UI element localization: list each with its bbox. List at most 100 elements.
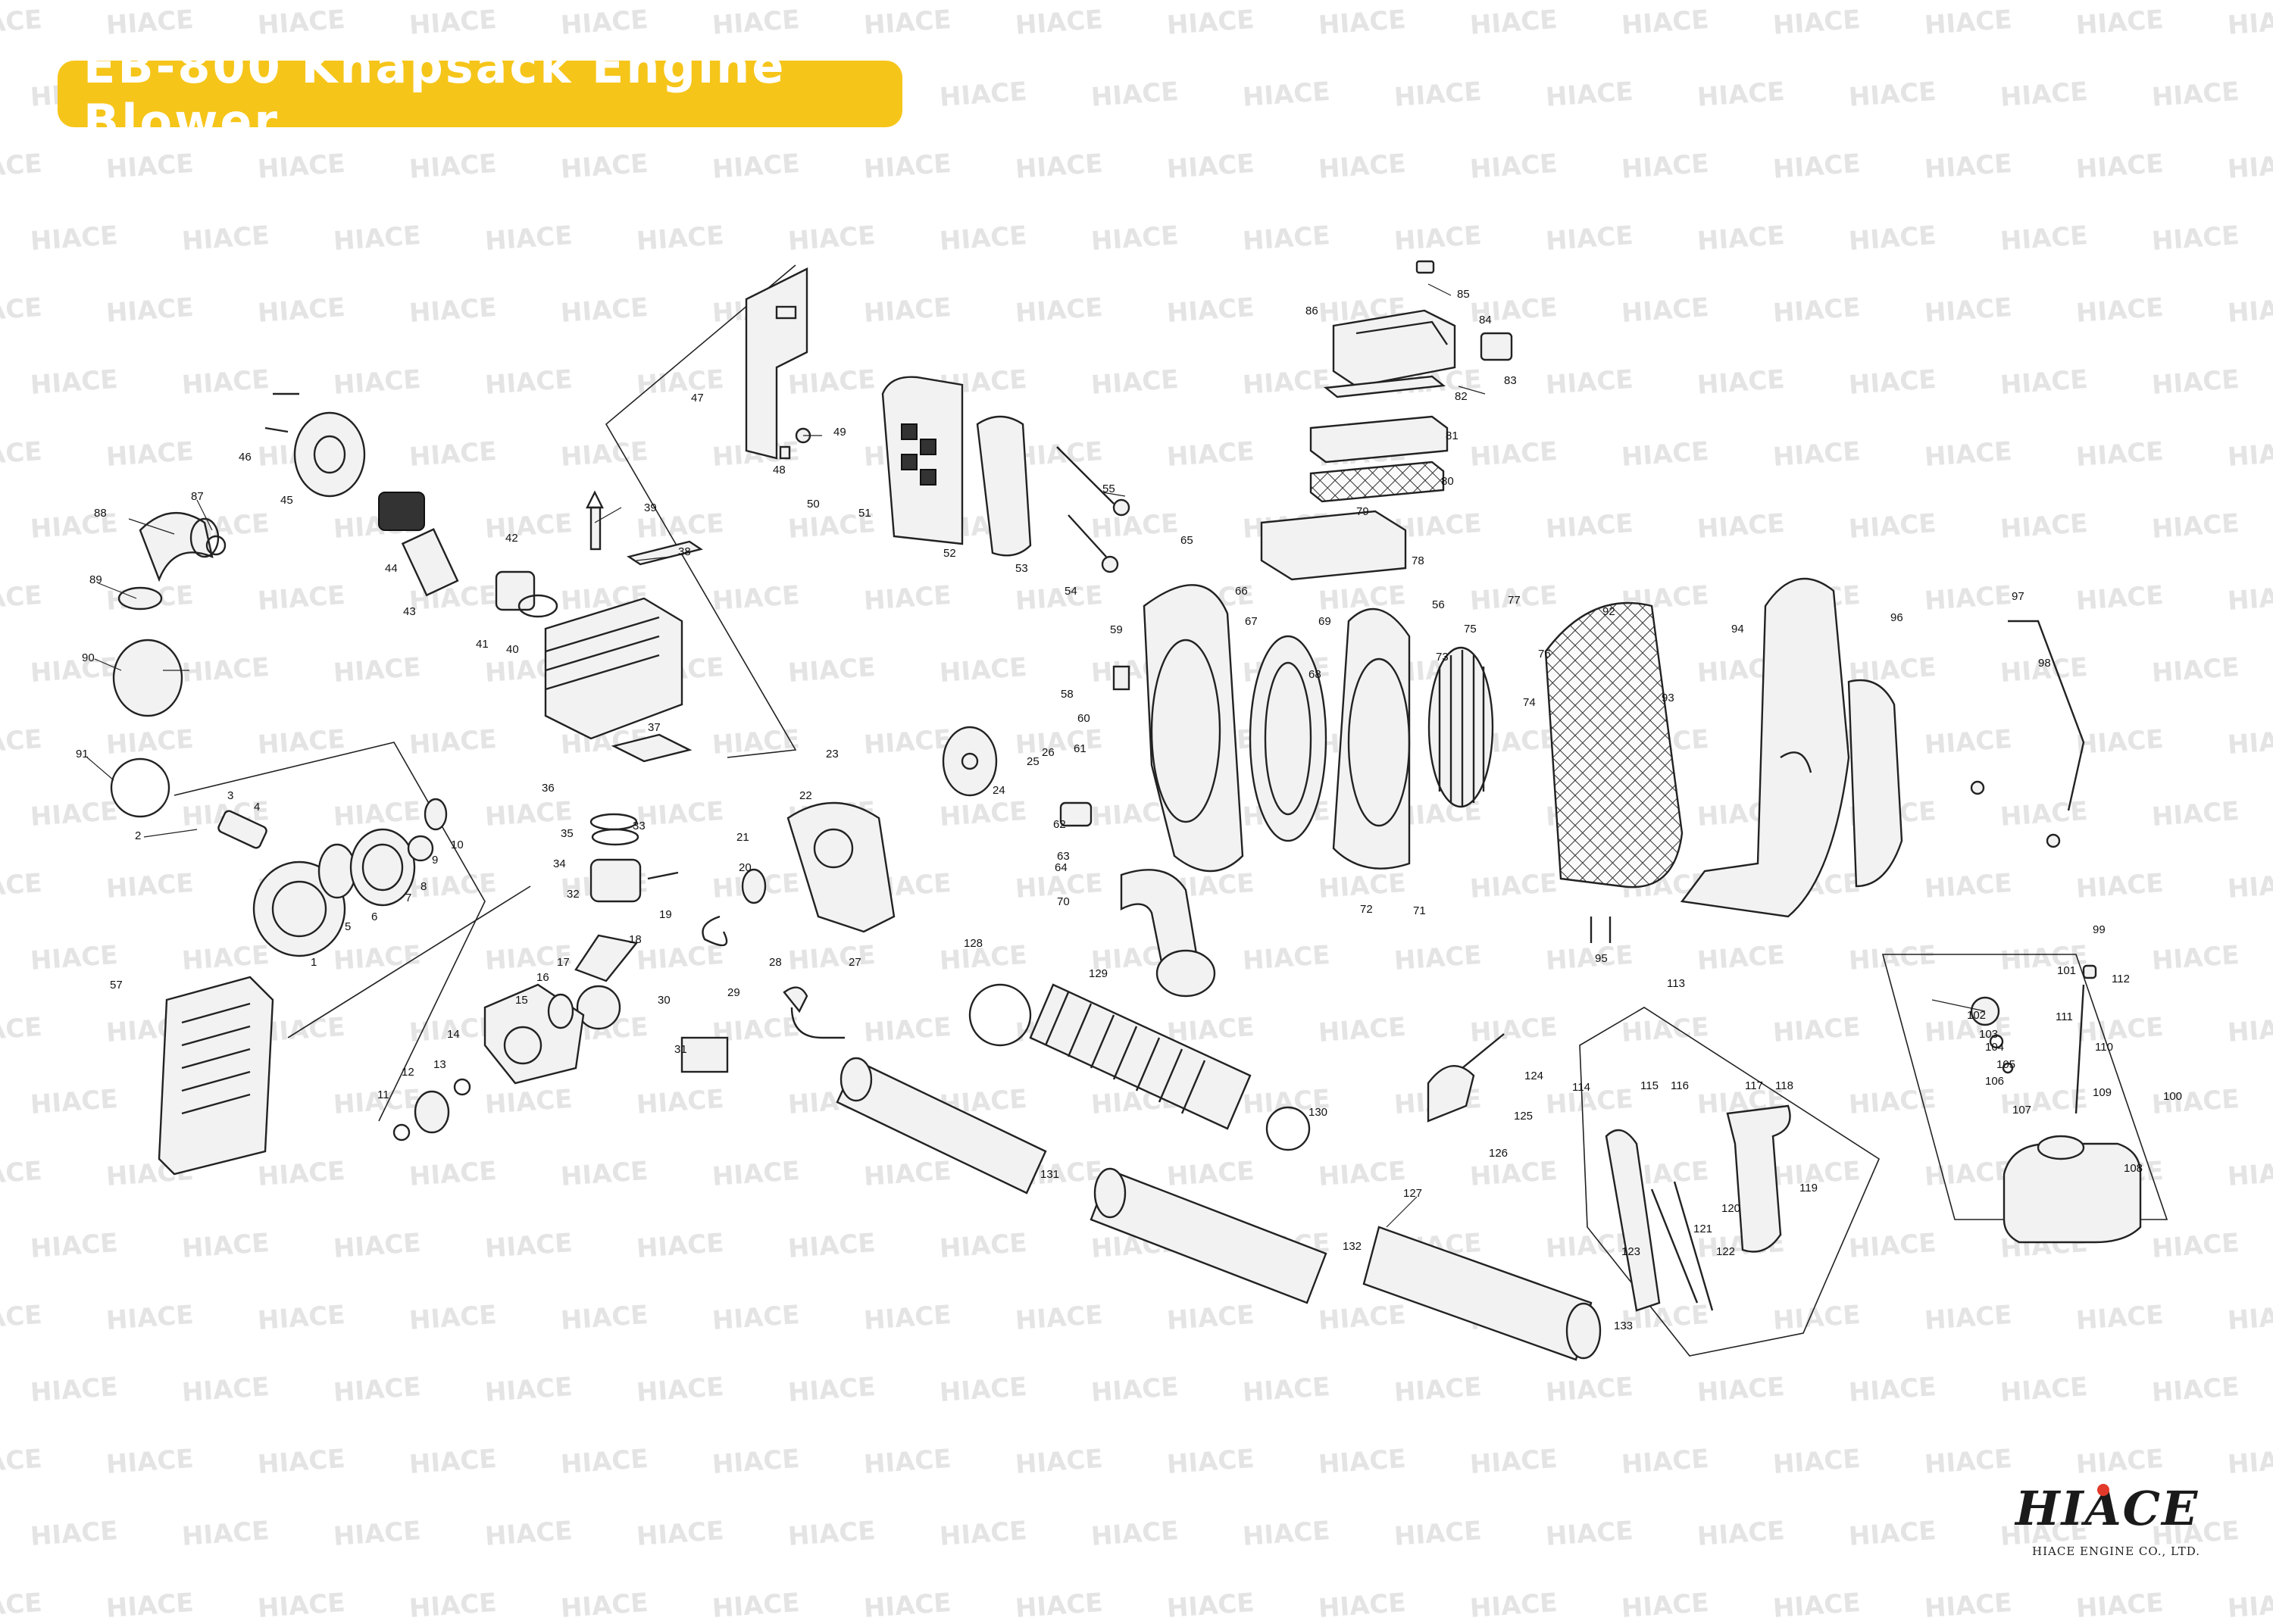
air-filter <box>1260 260 1513 581</box>
back-frame <box>1544 577 2085 943</box>
part-label-96: 96 <box>1890 611 1903 624</box>
part-label-105: 105 <box>1996 1058 2015 1071</box>
part-label-50: 50 <box>807 498 820 511</box>
part-label-131: 131 <box>1040 1168 1059 1181</box>
part-label-42: 42 <box>505 532 518 545</box>
part-label-70: 70 <box>1057 895 1070 908</box>
part-label-64: 64 <box>1055 861 1068 874</box>
part-label-111: 111 <box>2056 1010 2073 1023</box>
part-label-66: 66 <box>1235 585 1248 598</box>
part-label-8: 8 <box>421 880 427 893</box>
part-label-62: 62 <box>1053 818 1066 831</box>
part-label-12: 12 <box>402 1066 414 1079</box>
part-label-82: 82 <box>1455 390 1468 403</box>
part-label-33: 33 <box>633 820 646 832</box>
logo-dot-icon <box>2097 1484 2109 1496</box>
part-label-26: 26 <box>1042 746 1055 759</box>
part-label-4: 4 <box>254 801 260 814</box>
piston-crank <box>392 733 693 1141</box>
part-label-114: 114 <box>1572 1081 1590 1094</box>
part-label-91: 91 <box>76 748 89 760</box>
part-label-61: 61 <box>1074 742 1086 755</box>
part-label-11: 11 <box>377 1088 389 1101</box>
part-label-9: 9 <box>432 854 438 867</box>
part-label-45: 45 <box>280 494 293 507</box>
part-label-24: 24 <box>993 784 1005 797</box>
part-label-28: 28 <box>769 956 782 969</box>
cylinder <box>544 490 703 740</box>
part-label-59: 59 <box>1110 623 1123 636</box>
part-label-25: 25 <box>1027 755 1040 768</box>
part-label-69: 69 <box>1318 615 1331 628</box>
part-label-18: 18 <box>629 933 642 946</box>
part-label-3: 3 <box>227 789 233 802</box>
part-label-90: 90 <box>82 651 95 664</box>
part-label-39: 39 <box>644 501 657 514</box>
part-label-123: 123 <box>1621 1245 1640 1258</box>
part-label-17: 17 <box>557 956 570 969</box>
recoil-starter <box>217 798 448 957</box>
part-label-48: 48 <box>773 464 786 476</box>
part-label-120: 120 <box>1721 1202 1740 1215</box>
part-label-29: 29 <box>727 986 740 999</box>
part-label-30: 30 <box>658 994 671 1007</box>
part-label-23: 23 <box>826 748 839 760</box>
part-label-1: 1 <box>311 956 317 969</box>
part-label-53: 53 <box>1015 562 1028 575</box>
part-label-88: 88 <box>94 507 107 520</box>
part-label-71: 71 <box>1413 904 1426 917</box>
part-label-78: 78 <box>1412 554 1424 567</box>
part-label-94: 94 <box>1731 623 1744 636</box>
part-label-112: 112 <box>2112 973 2130 985</box>
part-label-14: 14 <box>447 1028 460 1041</box>
part-label-132: 132 <box>1343 1240 1362 1253</box>
part-label-32: 32 <box>567 888 580 901</box>
part-label-86: 86 <box>1305 304 1318 317</box>
part-label-67: 67 <box>1245 615 1258 628</box>
part-label-128: 128 <box>964 937 983 950</box>
part-label-107: 107 <box>2012 1104 2031 1116</box>
part-label-56: 56 <box>1432 598 1445 611</box>
part-label-63: 63 <box>1057 850 1070 863</box>
part-label-130: 130 <box>1308 1106 1327 1119</box>
part-label-22: 22 <box>799 789 812 802</box>
part-label-117: 117 <box>1745 1079 1763 1092</box>
part-label-81: 81 <box>1446 429 1459 442</box>
part-label-68: 68 <box>1308 668 1321 681</box>
part-label-104: 104 <box>1985 1041 2004 1054</box>
part-label-129: 129 <box>1089 967 1108 980</box>
part-label-31: 31 <box>674 1043 687 1056</box>
part-label-89: 89 <box>89 573 102 586</box>
brand-logo: HIACE HIACE ENGINE CO., LTD. <box>2015 1481 2243 1579</box>
part-label-118: 118 <box>1775 1079 1793 1092</box>
muffler-cover <box>158 976 274 1176</box>
part-number-labels: 1234567891011121314151617181920212223242… <box>76 288 2182 1332</box>
part-label-16: 16 <box>536 971 549 984</box>
throttle-handle-group <box>1427 1007 1881 1357</box>
part-label-10: 10 <box>451 839 464 851</box>
part-label-54: 54 <box>1065 585 1077 598</box>
part-label-52: 52 <box>943 547 956 560</box>
part-label-40: 40 <box>506 643 519 656</box>
crankcase <box>680 801 896 1073</box>
part-label-21: 21 <box>736 831 749 844</box>
carburetor-assembly <box>264 392 558 618</box>
part-label-119: 119 <box>1799 1182 1818 1195</box>
part-label-65: 65 <box>1180 534 1193 547</box>
part-label-7: 7 <box>405 892 411 904</box>
part-label-35: 35 <box>561 827 574 840</box>
part-label-121: 121 <box>1693 1223 1712 1235</box>
part-label-127: 127 <box>1403 1187 1422 1200</box>
part-label-124: 124 <box>1524 1070 1543 1082</box>
part-label-97: 97 <box>2012 590 2024 603</box>
flex-hose <box>1029 983 1252 1130</box>
part-label-55: 55 <box>1102 483 1115 495</box>
part-label-87: 87 <box>191 490 204 503</box>
part-label-41: 41 <box>476 638 489 651</box>
part-label-76: 76 <box>1538 648 1551 661</box>
part-label-27: 27 <box>849 956 861 969</box>
part-label-116: 116 <box>1671 1079 1689 1092</box>
part-label-102: 102 <box>1967 1009 1986 1022</box>
muffler <box>881 376 1130 573</box>
